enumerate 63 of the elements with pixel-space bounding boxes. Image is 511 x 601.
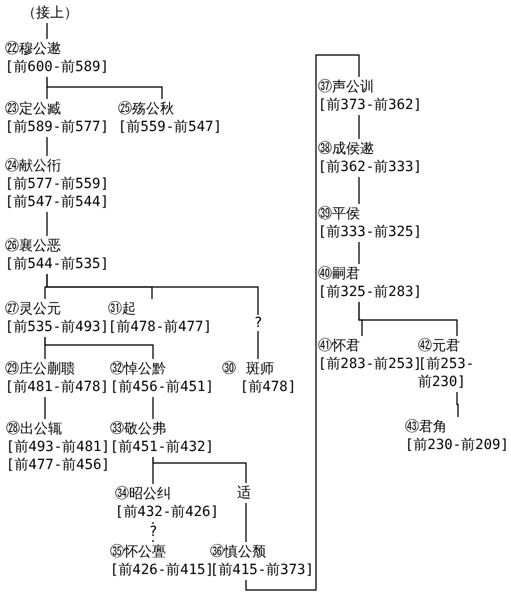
ruler-name: ㊷元君 [418, 337, 461, 355]
reign-years: [前577-前559] [5, 175, 109, 193]
ruler-name: ㉔献公衎 [5, 157, 62, 175]
ruler-name: ㊲声公训 [318, 78, 375, 96]
ruler-name: ㉘出公辄 [6, 420, 63, 438]
ruler-name: ㉒穆公遬 [5, 40, 62, 58]
reign-years: [前481-前478] [5, 378, 109, 396]
lineage-line [46, 274, 259, 359]
ruler-name: 适 [237, 484, 251, 502]
reign-years: [前600-前589] [5, 58, 109, 76]
reign-years: [前230-前209] [405, 436, 509, 454]
reign-years: [前535-前493] [5, 318, 109, 336]
ruler-name: ㉝敬公弗 [110, 420, 167, 438]
lineage-line [46, 137, 48, 156]
lineage-line [46, 77, 163, 99]
ruler-number: ㉚ [222, 360, 236, 378]
reign-years: [前432-前426] [115, 503, 219, 521]
lineage-line [456, 392, 459, 417]
ruler-name: ㉙庄公蒯聩 [5, 360, 76, 378]
ruler-name: ㉗灵公元 [5, 300, 62, 318]
reign-years: [前493-前481] [6, 438, 110, 456]
ruler-name: ㉟怀公亹 [110, 543, 167, 561]
reign-years: [前559-前547] [118, 118, 222, 136]
reign-years: [前478-前477] [108, 318, 212, 336]
reign-years: [前456-前451] [110, 378, 214, 396]
lineage-line [152, 397, 154, 419]
reign-years: [前478] [239, 378, 296, 396]
ruler-name: ㊵嗣君 [318, 265, 361, 283]
ruler-name: ㉜悼公黔 [110, 360, 167, 378]
reign-years: [前373-前362] [318, 96, 422, 114]
reign-years: [前451-前432] [110, 438, 214, 456]
reign-years: [前477-前456] [6, 456, 110, 474]
lineage-line [358, 302, 458, 336]
reign-years: [前362-前333] [318, 158, 422, 176]
ruler-name: ㉞昭公纠 [115, 485, 172, 503]
lineage-line [152, 457, 247, 483]
ruler-name: ㉓定公臧 [5, 100, 62, 118]
ruler-name: ㊸君角 [405, 418, 448, 436]
reign-years: [前547-前544] [5, 193, 109, 211]
edge-label: ? [253, 315, 264, 331]
reign-years: [前544-前535] [5, 255, 109, 273]
lineage-line [46, 23, 48, 39]
lineage-line [245, 503, 247, 542]
edge-label: ? [148, 524, 158, 540]
reign-years: [前325-前283] [318, 283, 422, 301]
ruler-name: ㊴平侯 [318, 205, 361, 223]
ruler-name: ㉛起 [108, 300, 137, 318]
reign-years: [前333-前325] [318, 223, 422, 241]
ruler-name: ㊳成侯遬 [318, 140, 375, 158]
lineage-line [358, 242, 360, 264]
ruler-name: ㉖襄公恶 [5, 237, 62, 255]
ruler-name: （接上） [22, 4, 78, 22]
lineage-line [44, 397, 46, 419]
lineage-line [46, 212, 48, 236]
lineage-line [44, 337, 154, 359]
ruler-name: ㊶怀君 [318, 337, 361, 355]
lineage-line [358, 115, 360, 139]
ruler-name: ㉕殇公秋 [118, 100, 175, 118]
lineage-line [358, 177, 360, 204]
reign-years: [前589-前577] [5, 118, 109, 136]
lineage-line [245, 54, 360, 591]
ruler-name: ㊱慎公颓 [210, 543, 267, 561]
ruler-name: 斑师 [246, 360, 274, 378]
